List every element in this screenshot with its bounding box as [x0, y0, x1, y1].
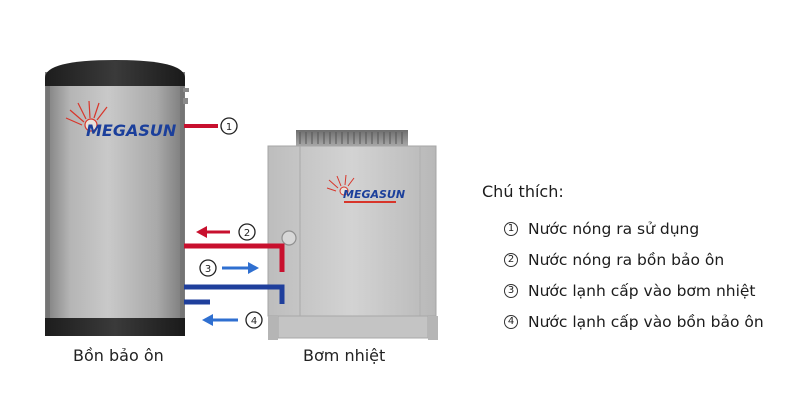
fan-grille	[296, 130, 408, 146]
pipes	[184, 124, 285, 305]
tank-fitting	[183, 88, 189, 92]
heat-pump: MEGASUN	[267, 130, 438, 340]
heat-pump-caption: Bơm nhiệt	[303, 346, 386, 365]
svg-text:4: 4	[251, 316, 257, 327]
legend-text: Nước lạnh cấp vào bồn bảo ôn	[528, 312, 764, 331]
legend-text: Nước nóng ra bồn bảo ôn	[528, 250, 725, 269]
legend-item: 4 Nước lạnh cấp vào bồn bảo ôn	[504, 306, 792, 337]
legend-number: 2	[504, 252, 518, 267]
tank-brand: MEGASUN	[86, 121, 177, 140]
legend-text: Nước lạnh cấp vào bơm nhiệt	[528, 281, 756, 300]
legend-title: Chú thích:	[482, 182, 564, 201]
tank-top-cap	[45, 60, 185, 86]
tank-caption: Bồn bảo ôn	[73, 346, 164, 365]
marker-3: 3	[199, 259, 217, 277]
legend-number: 3	[504, 283, 518, 298]
unit-brand: MEGASUN	[343, 188, 405, 201]
tank-bottom-cap	[45, 318, 185, 336]
legend-item: 2 Nước nóng ra bồn bảo ôn	[504, 244, 792, 275]
gauge-icon	[281, 230, 297, 246]
sun-icon	[326, 174, 355, 196]
legend-item: 3 Nước lạnh cấp vào bơm nhiệt	[504, 275, 792, 306]
legend-number: 1	[504, 221, 518, 236]
tank-fitting	[183, 98, 188, 104]
unit-body	[267, 145, 437, 317]
legend-text: Nước nóng ra sử dụng	[528, 219, 700, 238]
storage-tank: MEGASUN	[45, 60, 189, 336]
marker-1: 1	[220, 117, 238, 135]
sun-icon	[65, 100, 108, 132]
svg-text:1: 1	[226, 122, 232, 133]
marker-4: 4	[245, 311, 263, 329]
svg-text:2: 2	[244, 228, 250, 239]
unit-logo: MEGASUN	[326, 174, 405, 203]
flow-arrows	[196, 226, 259, 326]
pipe-hot-loop	[184, 243, 285, 272]
marker-2: 2	[238, 223, 256, 241]
tank-logo: MEGASUN	[65, 100, 177, 140]
legend-number: 4	[504, 314, 518, 329]
svg-text:3: 3	[205, 264, 211, 275]
legend: Chú thích: 1 Nước nóng ra sử dụng 2 Nước…	[482, 182, 792, 337]
pipe-cold-loop	[184, 284, 285, 304]
unit-base	[277, 315, 429, 339]
legend-item: 1 Nước nóng ra sử dụng	[504, 213, 792, 244]
tank-body	[45, 72, 185, 334]
